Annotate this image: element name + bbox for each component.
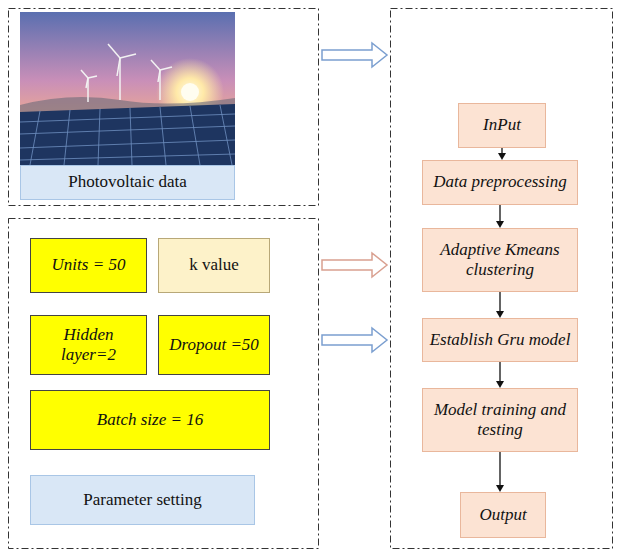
process-box: Establish Gru model [422, 318, 578, 362]
block-arrow [322, 43, 387, 67]
group-outline [9, 219, 319, 549]
box-text: Establish Gru model [430, 330, 571, 350]
block-arrow [322, 328, 387, 352]
box-text: Batch size = 16 [97, 410, 203, 430]
process-box: Output [460, 492, 546, 538]
parameter-box: Units = 50 [30, 238, 147, 293]
box-text: Units = 50 [52, 255, 126, 275]
process-box: Adaptive Kmeans clustering [422, 228, 578, 292]
box-text: Photovoltaic data [68, 172, 187, 192]
parameter-box: Dropout =50 [158, 315, 270, 375]
flow-arrow [496, 452, 504, 492]
flow-arrow [496, 205, 504, 228]
group-outline [391, 9, 613, 549]
box-text: Parameter setting [83, 490, 202, 510]
process-box: Model training and testing [422, 388, 578, 452]
parameter-box: Batch size = 16 [30, 390, 270, 450]
box-text: Hidden layer=2 [37, 325, 140, 366]
process-box: InPut [458, 103, 546, 148]
box-text: Dropout =50 [169, 335, 259, 355]
box-text: Model training and testing [429, 400, 571, 441]
flow-arrow [496, 362, 504, 388]
box-text: Output [479, 505, 526, 525]
process-box: Data preprocessing [422, 160, 578, 205]
box-text: InPut [483, 115, 521, 135]
data-label: Photovoltaic data [20, 165, 235, 200]
parameter-box: k value [158, 238, 270, 293]
group-outline [9, 9, 319, 206]
block-arrow [322, 253, 387, 277]
box-text: k value [189, 255, 239, 275]
box-text: Data preprocessing [433, 172, 566, 192]
solar-photo [20, 12, 235, 165]
parameter-box: Hidden layer=2 [30, 315, 147, 375]
box-text: Adaptive Kmeans clustering [429, 240, 571, 281]
flow-arrow [496, 292, 504, 318]
group-label: Parameter setting [30, 475, 255, 525]
flow-arrow [498, 148, 506, 160]
